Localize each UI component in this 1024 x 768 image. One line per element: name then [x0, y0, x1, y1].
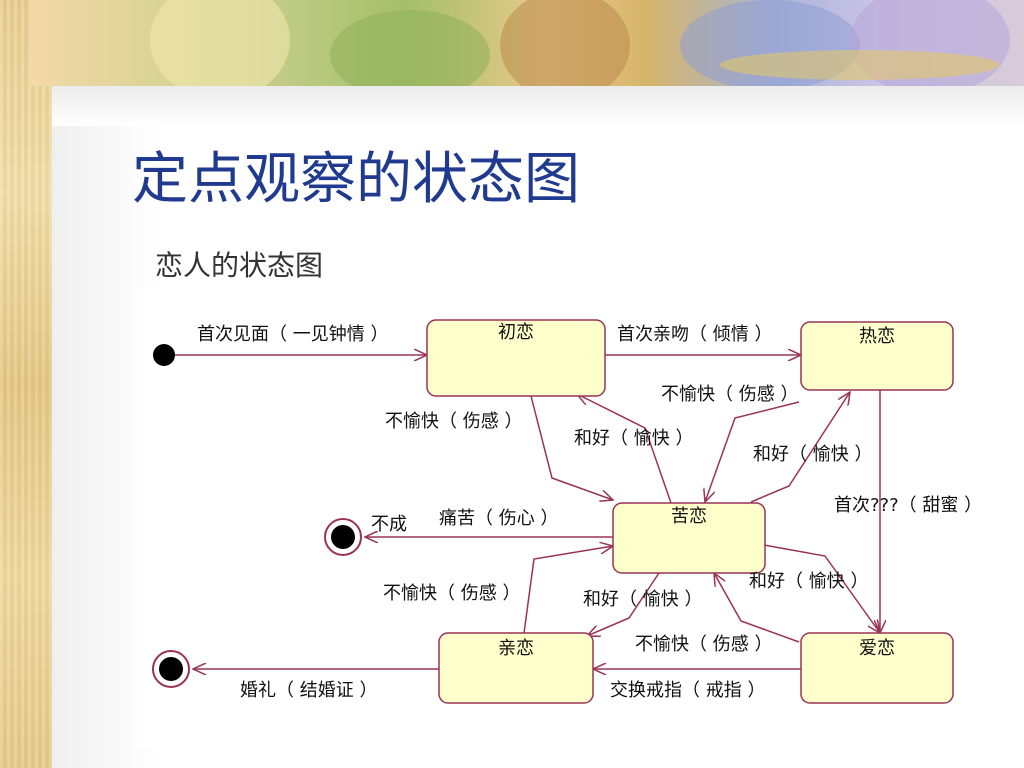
transition-re-to-ku	[705, 401, 800, 502]
label-qin-unhappy: 不愉快（ 伤感 ）	[383, 583, 520, 604]
state-relian: 热恋	[800, 321, 954, 391]
label-qin-reconcile: 和好（ 愉快 ）	[583, 589, 702, 610]
state-chulian: 初恋	[426, 319, 606, 397]
label-exchange-rings: 交换戒指（ 戒指 ）	[610, 680, 765, 701]
label-first-sweet: 首次???（ 甜蜜 ）	[834, 495, 982, 516]
label-first-kiss: 首次亲吻（ 倾情 ）	[617, 324, 772, 345]
decorative-top-banner	[30, 0, 1024, 86]
label-re-unhappy: 不愉快（ 伤感 ）	[661, 384, 798, 405]
state-label-qinlian: 亲恋	[498, 637, 534, 659]
transition-ku-to-qin	[587, 572, 660, 636]
label-pain: 痛苦（ 伤心 ）	[439, 508, 558, 529]
label-fail: 不成	[371, 514, 407, 535]
final-state-wedding	[152, 650, 190, 688]
transition-ai-to-ku	[714, 573, 800, 643]
transition-chu-to-ku	[530, 395, 613, 500]
initial-state	[153, 344, 175, 366]
final-state-fail	[324, 518, 362, 556]
transition-ku-to-ai	[763, 544, 880, 633]
transition-ku-to-chu	[577, 394, 672, 504]
decorative-left-strip	[0, 0, 53, 768]
label-wedding: 婚礼（ 结婚证 ）	[240, 680, 377, 701]
state-label-chulian: 初恋	[498, 321, 534, 343]
state-qinlian: 亲恋	[438, 632, 594, 704]
page-title: 定点观察的状态图	[132, 147, 580, 212]
label-re-reconcile: 和好（ 愉快 ）	[753, 444, 872, 465]
state-label-kulian: 苦恋	[671, 505, 707, 527]
state-label-relian: 热恋	[859, 325, 895, 347]
decorative-banner-shadow	[52, 86, 1024, 126]
label-ai-unhappy: 不愉快（ 伤感 ）	[635, 634, 772, 655]
transition-ku-to-re	[750, 392, 850, 503]
state-label-ailian: 爱恋	[859, 637, 895, 659]
state-diagram-panel: 初恋 热恋 苦恋 亲恋 爱恋 首次见面（ 一见钟情 ） 首次亲吻（ 倾情 ） 不…	[137, 290, 1024, 747]
label-ai-reconcile: 和好（ 愉快 ）	[749, 571, 868, 592]
state-diagram: 初恋 热恋 苦恋 亲恋 爱恋 首次见面（ 一见钟情 ） 首次亲吻（ 倾情 ） 不…	[152, 319, 982, 704]
label-chu-unhappy: 不愉快（ 伤感 ）	[385, 411, 522, 432]
label-first-meet: 首次见面（ 一见钟情 ）	[197, 324, 388, 345]
label-chu-reconcile: 和好（ 愉快 ）	[574, 428, 693, 449]
state-ailian: 爱恋	[800, 632, 954, 704]
state-kulian: 苦恋	[612, 502, 766, 574]
transition-qin-to-ku	[523, 546, 613, 634]
diagram-subtitle: 恋人的状态图	[155, 249, 324, 282]
